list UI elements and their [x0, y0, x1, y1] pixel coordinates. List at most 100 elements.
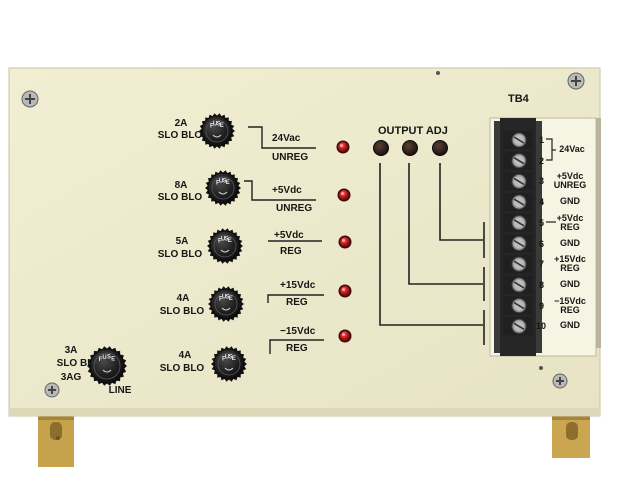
fuse-4-type: SLO BLO [159, 306, 205, 317]
fuse-cap-letter: F [219, 296, 223, 302]
terminal-label-1: 24Vac [559, 144, 585, 155]
terminal-screw-9[interactable] [503, 296, 533, 315]
fuse-2-rating: 8A [174, 180, 188, 191]
led-5 [338, 329, 352, 343]
terminal-screws [503, 131, 533, 336]
terminal-screw-8[interactable] [503, 275, 533, 294]
fuse-cap-letter: F [99, 357, 103, 363]
terminal-number-6: 6 [539, 238, 545, 249]
fuse-cap-letter: U [102, 355, 106, 361]
output-4-voltage: +15Vdc [280, 280, 316, 291]
output-5-voltage: −15Vdc [280, 326, 316, 337]
fuse-5-type: SLO BLO [159, 363, 205, 374]
line-fuse-rating: 3A [64, 345, 78, 356]
panel-screw-top-right [567, 72, 585, 90]
fuse-cap-letter: U [213, 122, 217, 128]
fuse-cap-letter: U [219, 179, 223, 185]
terminal-number-2: 2 [539, 155, 545, 166]
terminal-number-4: 4 [539, 197, 545, 208]
fuse-cap-letter: E [111, 357, 115, 363]
terminal-number-1: 1 [539, 135, 545, 145]
terminal-label-4: GND [560, 196, 580, 207]
output-3-voltage: +5Vdc [274, 230, 304, 241]
terminal-number-5: 5 [539, 217, 545, 228]
terminal-screw-2[interactable] [503, 151, 533, 170]
fuse-4-rating: 4A [176, 293, 190, 304]
led-4 [338, 284, 352, 298]
terminal-screw-10[interactable] [503, 317, 533, 336]
line-fuse-size: 3AG [60, 372, 82, 383]
output-1-voltage: 24Vac [272, 133, 301, 144]
panel-screw-bottom-right [552, 373, 568, 389]
terminal-braces [546, 138, 556, 223]
panel-hole [539, 366, 543, 370]
led-1 [336, 140, 350, 154]
line-fuse-label: LINE [108, 385, 132, 396]
line-fuse-type: SLO BL [56, 358, 94, 369]
adj-pot-3[interactable] [432, 140, 448, 156]
terminal-number-10: 10 [536, 321, 547, 332]
mounting-bracket-left [38, 412, 74, 467]
fuse-3-type: SLO BLO [157, 249, 203, 260]
fuse-cap-letter: S [223, 179, 227, 185]
fuse-cap-letter: F [222, 356, 226, 362]
fuse-cap-letter: F [218, 238, 222, 244]
terminal-screw-3[interactable] [503, 172, 533, 191]
fuse-1-type: SLO BLO [157, 130, 203, 141]
adj-pot-2[interactable] [402, 140, 418, 156]
fuse-cap-letter: U [225, 355, 229, 361]
fuse-cap-letter: E [229, 296, 233, 302]
fuse-3-rating: 5A [175, 236, 189, 247]
fuse-cap-letter: S [217, 122, 221, 128]
fuse-cap-letter: S [225, 237, 229, 243]
output-3-mode: REG [280, 246, 302, 257]
output-5-mode: REG [286, 343, 308, 354]
output-1-mode: UNREG [272, 152, 309, 163]
terminal-block-label: TB4 [508, 93, 529, 105]
fuse-cap-letter: E [232, 356, 236, 362]
fuse-cap-letter: E [220, 123, 224, 129]
panel-screw-bottom-left [44, 382, 60, 398]
fuse-cap-letter: U [222, 295, 226, 301]
terminal-screw-6[interactable] [503, 234, 533, 253]
output-2-voltage: +5Vdc [272, 185, 302, 196]
fuse-cap-letter: E [226, 180, 230, 186]
terminal-screw-4[interactable] [503, 193, 533, 212]
mounting-bracket-right [552, 412, 590, 458]
led-3 [338, 235, 352, 249]
terminal-label-10: GND [560, 320, 580, 331]
adj-pot-1[interactable] [373, 140, 389, 156]
terminal-label-8: GND [560, 278, 580, 289]
terminal-number-3: 3 [539, 176, 545, 187]
status-leds [336, 140, 352, 343]
adj-wiring-lines [379, 163, 485, 345]
fuse-cap-letter: E [228, 238, 232, 244]
terminal-number-7: 7 [539, 259, 545, 270]
terminal-number-8: 8 [539, 279, 545, 290]
terminal-screw-7[interactable] [503, 255, 533, 274]
terminal-screw-5[interactable] [503, 213, 533, 232]
fuse-5-rating: 4A [178, 350, 192, 361]
fuse-cap-letter: F [210, 123, 214, 129]
fuse-cap-letter: S [229, 355, 233, 361]
fuse-1-rating: 2A [174, 118, 188, 129]
output-2-mode: UNREG [276, 203, 313, 214]
output-4-mode: REG [286, 297, 308, 308]
led-2 [337, 188, 351, 202]
terminal-screw-1[interactable] [503, 131, 533, 149]
terminal-label-6: GND [560, 237, 580, 248]
fuse-cap-letter: F [216, 180, 220, 186]
